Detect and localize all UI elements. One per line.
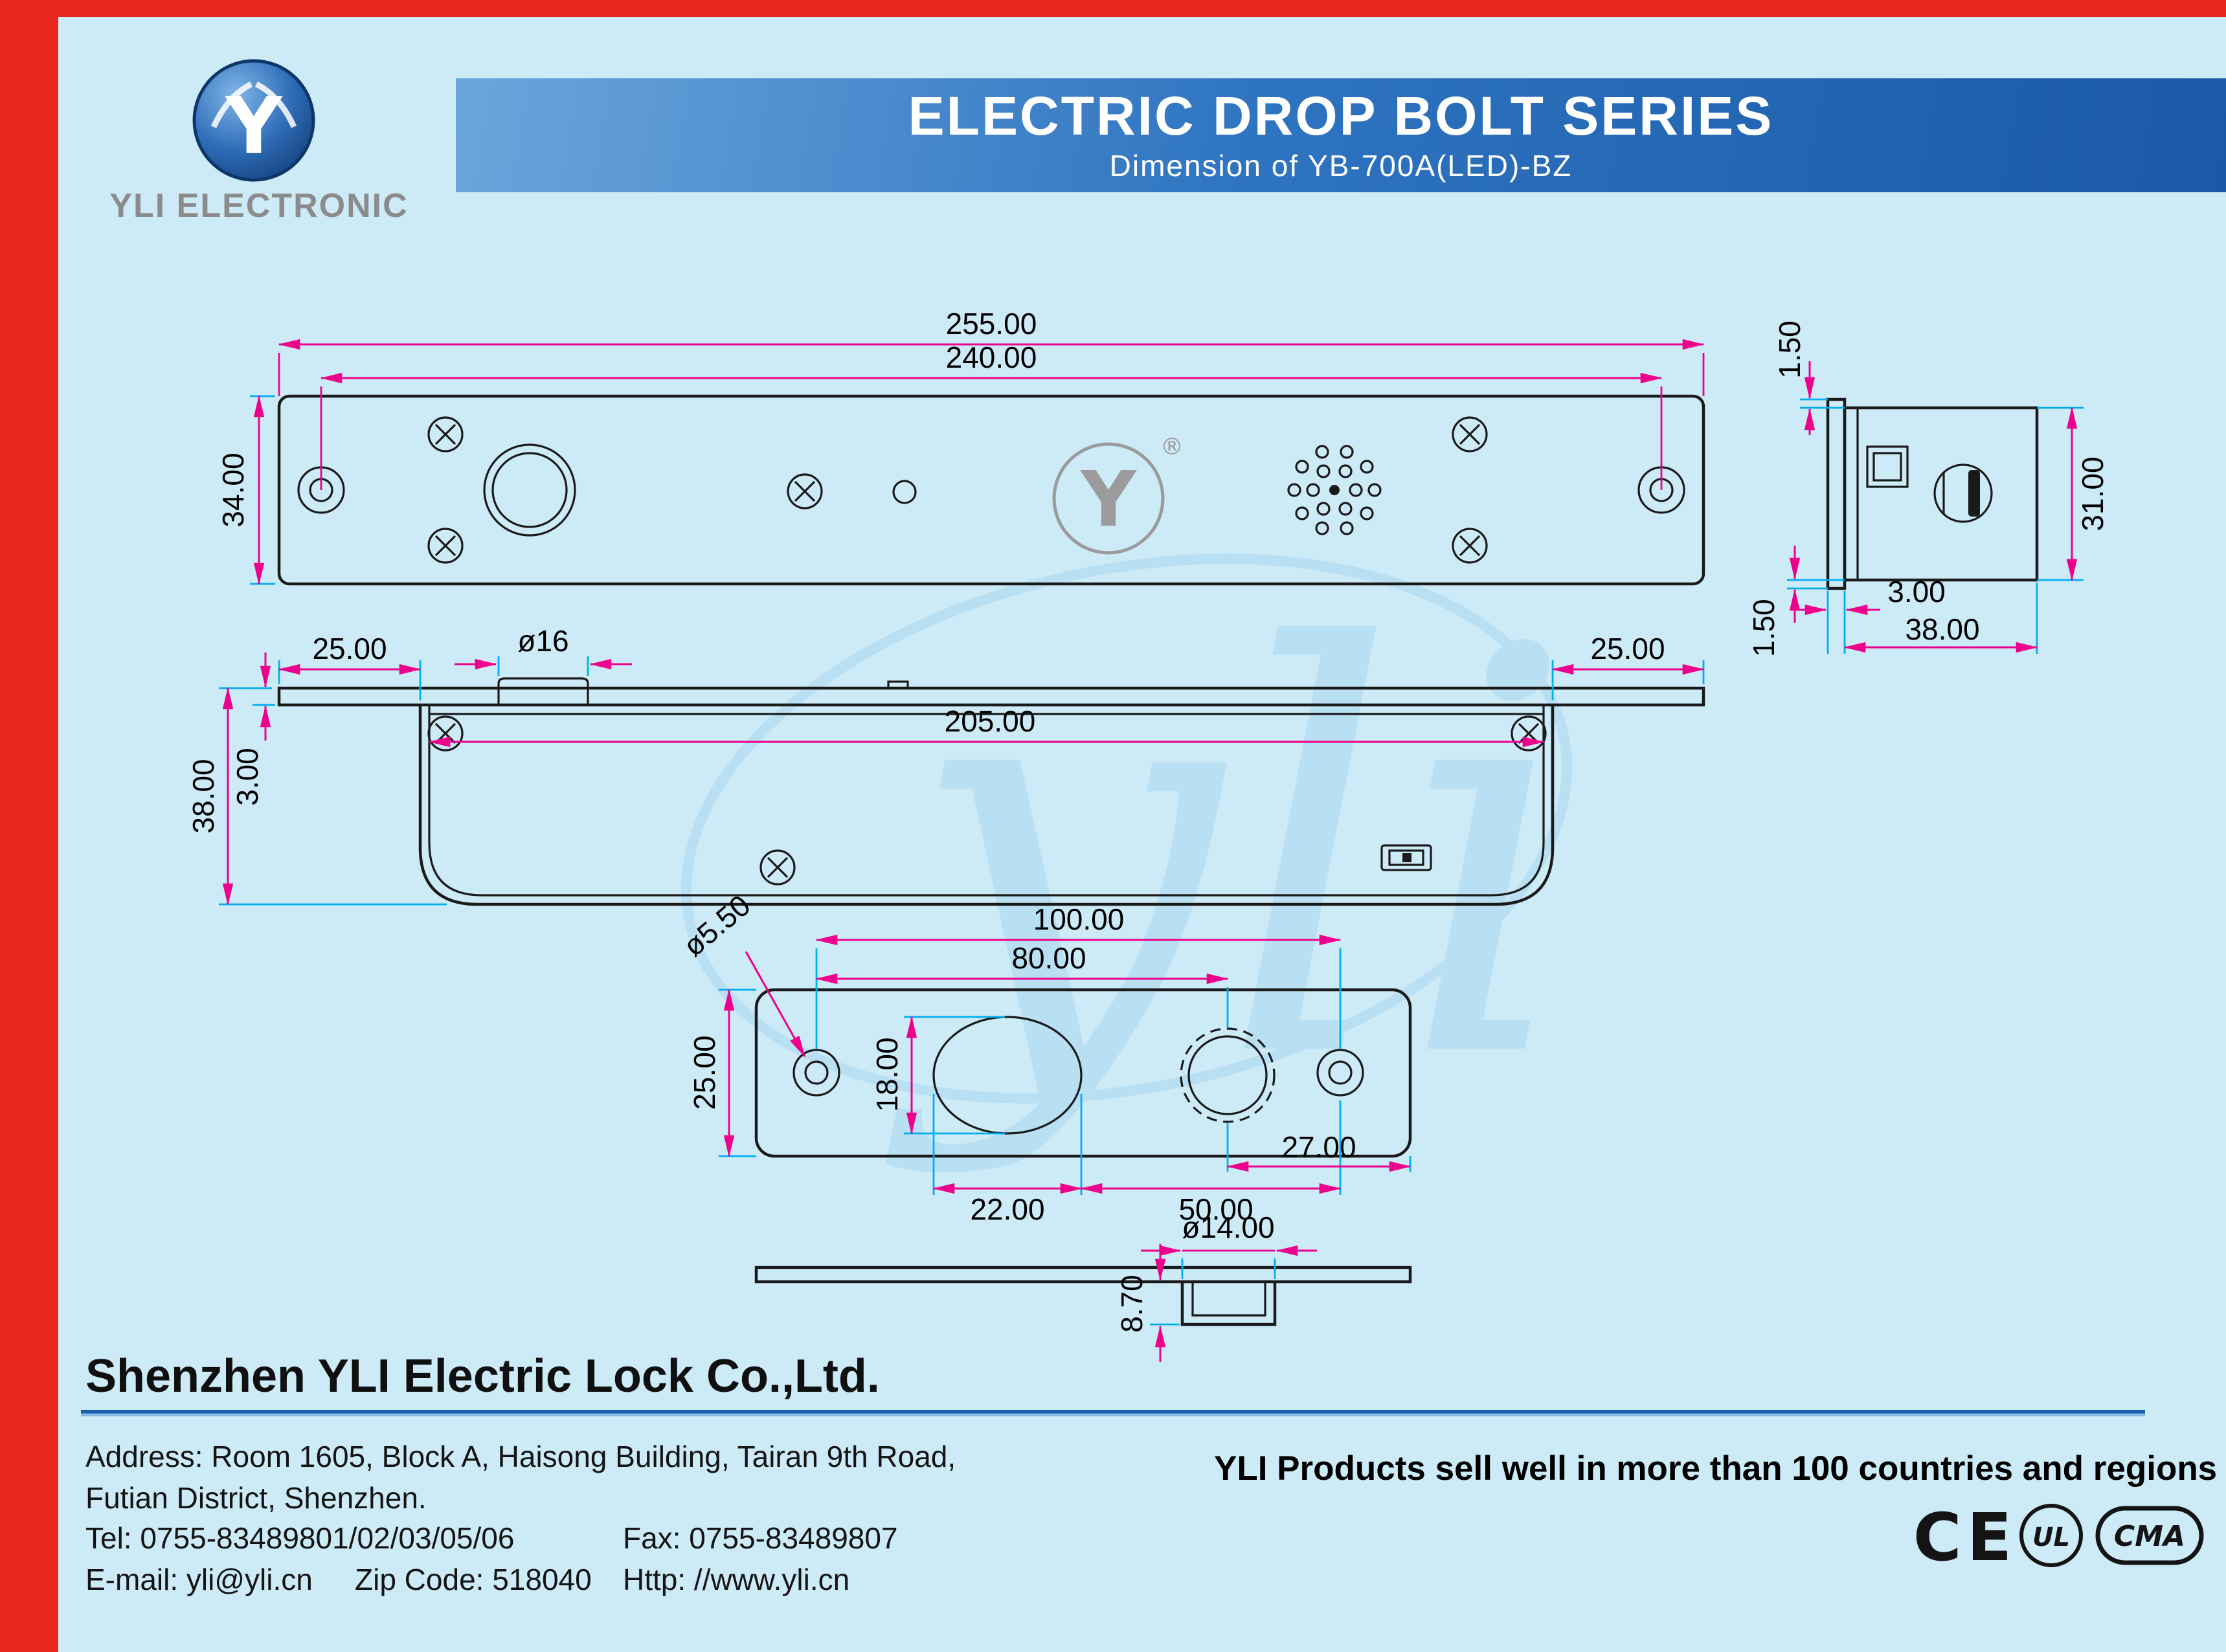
banner-title: ELECTRIC DROP BOLT SERIES <box>908 85 1774 146</box>
dim-body-height: 31.00 <box>2076 456 2109 531</box>
screw-icon <box>1452 416 1488 452</box>
ul-mark-label: UL <box>2032 1523 2070 1552</box>
dim-bolt-spacing: 50.00 <box>1178 1192 1253 1226</box>
fax-number: Fax: 0755-83489807 <box>623 1521 898 1555</box>
logo-swoosh-left <box>210 81 253 128</box>
dim-body-width: 38.00 <box>1905 612 1979 646</box>
dim-top-lip: 1.50 <box>1773 320 1806 379</box>
dim-hole-diameter: ø14.00 <box>1182 1211 1274 1244</box>
key-slot <box>1968 470 1980 517</box>
cylinder-hole-inner <box>491 452 568 528</box>
company-name: Shenzhen YLI Electric Lock Co.,Ltd. <box>85 1350 880 1402</box>
body-profile-outer <box>418 705 1555 906</box>
body-profile-inner <box>428 705 1545 897</box>
dim-right-offset: 25.00 <box>1590 632 1665 665</box>
dim-total-height: 38.00 <box>186 759 220 833</box>
cma-mark-label: CMA <box>2114 1520 2185 1553</box>
front-view: Y ® 255.00 240.00 34.00 <box>216 307 1705 586</box>
screw-icon <box>427 416 464 452</box>
side-view-dimensions: 1.50 31.00 1.50 3.00 38.00 <box>1747 320 2109 657</box>
bolt-cup <box>1180 1282 1277 1326</box>
cma-mark-icon <box>2095 1506 2204 1565</box>
dim-slot-height: 18.00 <box>870 1037 904 1111</box>
registered-mark: ® <box>1160 434 1184 460</box>
dim-overall-length: 255.00 <box>946 307 1037 340</box>
address-line1: Address: Room 1605, Block A, Haisong Bui… <box>85 1440 956 1473</box>
logo-company-name: YLI ELECTRONIC <box>109 187 409 225</box>
dim-height: 34.00 <box>216 452 250 527</box>
dim-screw-spacing: 100.00 <box>1033 902 1125 936</box>
dim-left-offset: 25.00 <box>312 632 387 665</box>
sensor-window <box>1380 844 1432 871</box>
dim-center-spacing: 80.00 <box>1011 941 1086 975</box>
led-hole <box>892 480 917 504</box>
strike-side-dimensions: ø14.00 8.70 <box>1115 1211 1317 1362</box>
series-banner: ELECTRIC DROP BOLT SERIES Dimension of Y… <box>456 78 2226 192</box>
dim-bottom-lip: 1.50 <box>1747 599 1781 657</box>
marketing-tagline: YLI Products sell well in more than 100 … <box>1214 1449 2218 1488</box>
footer-divider <box>81 1410 2145 1416</box>
top-red-border <box>0 0 2226 17</box>
address-line2: Futian District, Shenzhen. <box>85 1481 427 1515</box>
faceplate-profile <box>277 686 1705 707</box>
screw-icon <box>759 849 796 886</box>
connector <box>1866 445 1909 488</box>
side-view: 1.50 31.00 1.50 3.00 38.00 <box>1747 320 2109 657</box>
front-view-dimensions: 255.00 240.00 34.00 <box>216 307 1705 585</box>
ul-mark-icon <box>2019 1504 2083 1567</box>
screw-icon <box>427 528 464 564</box>
left-red-border <box>0 0 58 1652</box>
watermark-text: yli <box>881 532 1577 1180</box>
logo-swoosh-right <box>254 81 297 128</box>
profile-view-dimensions: 25.00 25.00 ø16 205.00 38.00 3.00 <box>186 624 1705 906</box>
dim-plate-height: 25.00 <box>688 1035 721 1110</box>
alignment-tab <box>887 680 909 689</box>
bolt-profile <box>497 677 589 688</box>
adjustment-slot <box>932 1016 1083 1135</box>
bolt-hole <box>1187 1035 1268 1115</box>
cylinder <box>1933 463 1993 523</box>
dim-depth: 8.70 <box>1115 1275 1149 1333</box>
strike-plate-outline <box>754 988 1412 1158</box>
cylinder-hole <box>483 443 576 537</box>
faceplate-edge <box>1826 397 1847 590</box>
dim-bolt-diameter: ø16 <box>517 624 568 658</box>
body-outline <box>1843 406 2039 582</box>
website-url: Http: //www.yli.cn <box>623 1563 850 1596</box>
dim-hole-spacing: 240.00 <box>946 340 1037 374</box>
logo-letter: Y <box>225 82 284 172</box>
screw-icon <box>427 715 464 752</box>
dim-body-length: 205.00 <box>945 704 1036 738</box>
faceplate-outline <box>277 394 1705 586</box>
engraved-logo-letter: Y <box>1079 454 1137 544</box>
certification-marks: CE UL CMA <box>1913 1499 2204 1576</box>
dim-plate-thickness: 3.00 <box>230 748 264 806</box>
bolt-hole-counterbore <box>1180 1027 1276 1123</box>
logo-circle <box>192 59 315 182</box>
phone-number: Tel: 0755-83489801/02/03/05/06 <box>85 1521 515 1555</box>
screw-icon <box>787 473 823 509</box>
zip-code: Zip Code: 518040 <box>355 1563 592 1596</box>
dim-plate-thickness: 3.00 <box>1887 575 1946 608</box>
dim-slot-width: 22.00 <box>970 1192 1044 1226</box>
dim-edge-offset: 27.00 <box>1281 1130 1356 1164</box>
strike-side-view: ø14.00 8.70 <box>754 1211 1412 1362</box>
buzzer-holes <box>1287 445 1382 535</box>
yli-logo: Y <box>192 59 315 182</box>
strike-plate-edge <box>754 1266 1412 1284</box>
banner-subtitle: Dimension of YB-700A(LED)-BZ <box>1109 149 1573 183</box>
ce-mark-icon: CE <box>1913 1499 2018 1576</box>
engraved-logo: Y ® <box>1052 434 1184 555</box>
profile-view: 25.00 25.00 ø16 205.00 38.00 3.00 <box>186 624 1705 906</box>
email-address: E-mail: yli@yli.cn <box>85 1563 313 1596</box>
yli-watermark: yli <box>680 532 1577 1180</box>
